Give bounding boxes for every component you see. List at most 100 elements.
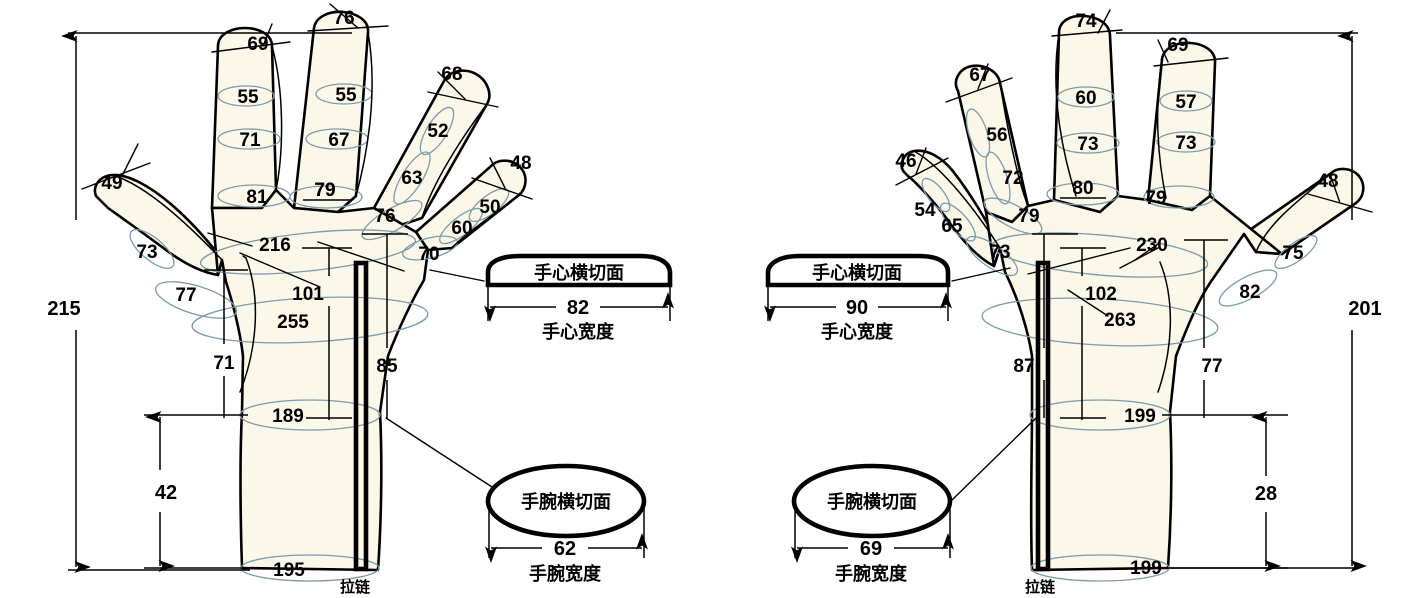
left-palm-girth-lower-label: 255	[277, 312, 309, 333]
left-middle-tip-label: 76	[333, 8, 354, 29]
right-cuff-girth-label: 199	[1130, 558, 1162, 579]
right-ring-tip-label: 69	[1167, 35, 1188, 56]
right-zipper	[1035, 260, 1051, 572]
right-palm-lower-leader	[1067, 289, 1109, 317]
left-wrist-xsection-width-label: 62	[554, 538, 576, 560]
right-thumb-seam	[913, 150, 1001, 249]
left-middle-tip-tick	[329, 3, 359, 29]
left-pinky-tip-tick	[489, 157, 506, 189]
left-index-girth-tip-label: 55	[237, 87, 259, 108]
left-pinky-girth-mid	[439, 207, 483, 245]
right-palm-girth-lower-label: 263	[1104, 310, 1136, 331]
left-len-center-label: 101	[292, 284, 324, 305]
right-ring-seam	[1156, 58, 1167, 199]
left-palm-xsection-label: 手心横切面	[534, 262, 624, 284]
left-index-girth-tip	[217, 85, 275, 107]
left-ring-tip-label: 68	[441, 64, 462, 85]
left-thumb-tip-label: 49	[101, 173, 122, 194]
left-wrist-xsection-leader	[385, 417, 493, 488]
right-middle-girth-mid	[1056, 132, 1120, 154]
right-wrist-width-caption: 手腕宽度	[835, 563, 908, 585]
left-thumb-girth-mid-label: 73	[136, 242, 157, 263]
left-index-seam	[271, 45, 283, 191]
left-palm-xsection-shape	[485, 253, 673, 288]
left-len-left-label: 71	[213, 353, 235, 374]
right-index-girth-base-label: 79	[1018, 206, 1039, 227]
right-middle-girth-tip-label: 60	[1075, 88, 1096, 109]
right-wrist-xsection-width-label: 69	[860, 538, 882, 560]
left-middle-girth-mid-label: 67	[328, 130, 349, 151]
right-thumb-tip-leader	[895, 157, 949, 186]
right-palm-xsection-leader	[951, 267, 1011, 282]
left-pinky-tip-label: 48	[510, 153, 531, 174]
left-index-girth-base-label: 81	[246, 187, 268, 208]
left-zipper-caption: 拉链	[340, 578, 371, 596]
left-pinky-girth-base	[402, 235, 458, 261]
right-pinky-girth-base-label: 82	[1239, 282, 1260, 303]
left-pinky-tip-leader	[471, 177, 533, 200]
right-index-tip-tick	[977, 63, 989, 90]
left-palm-body-outline	[210, 188, 430, 572]
right-pinky-tip-tick	[1329, 173, 1341, 204]
right-middle-seam	[1055, 32, 1077, 197]
right-palm-seam	[1157, 261, 1172, 393]
left-pinky-seam	[451, 194, 520, 249]
left-index-outline	[210, 26, 278, 210]
right-middle-tip-tick	[1097, 9, 1111, 34]
right-index-girth-mid	[985, 151, 1011, 205]
right-zipper-caption: 拉链	[1025, 578, 1056, 596]
left-palm-girth-upper	[199, 229, 417, 275]
left-palm-girth-label: 216	[259, 235, 291, 256]
left-ring-girth-base-label: 76	[374, 206, 395, 227]
right-ring-girth-tip-label: 57	[1175, 92, 1196, 113]
right-thumb-girth-tip	[921, 177, 951, 213]
left-thumb-seam	[111, 174, 223, 261]
left-ring-tip-leader	[427, 91, 499, 108]
right-palm-girth-leader	[1027, 247, 1131, 275]
right-thumb-tip-label: 46	[895, 151, 916, 172]
right-ring-girth-mid	[1156, 131, 1216, 153]
right-index-tip-leader	[945, 77, 1013, 103]
right-palm-xsection-label: 手心横切面	[812, 262, 902, 284]
right-cuff-height-label: 28	[1255, 483, 1277, 505]
left-middle-girth-base	[289, 185, 363, 209]
left-ring-girth-mid-label: 63	[401, 168, 422, 189]
right-wrist-xsection-label: 手腕横切面	[827, 491, 917, 513]
right-len-left-label: 87	[1013, 356, 1034, 377]
right-middle-outline	[1052, 14, 1120, 214]
left-ring-seam	[421, 103, 488, 219]
right-thumb-girth-mid-label: 65	[941, 216, 963, 237]
left-len-center-leader	[239, 252, 321, 288]
right-pinky-tip-label: 48	[1317, 171, 1338, 192]
left-overall-height-label: 215	[47, 298, 80, 320]
right-len-center-label: 102	[1085, 284, 1117, 305]
right-middle-girth-base	[1046, 182, 1120, 206]
right-pinky-outline	[1242, 167, 1365, 256]
left-index-tip-label: 69	[247, 34, 268, 55]
left-index-tip-tick	[262, 23, 273, 47]
left-thumb-girth-base-label: 77	[175, 285, 196, 306]
right-index-tip-label: 67	[969, 65, 990, 86]
left-middle-girth-tip-label: 55	[335, 85, 357, 106]
right-ring-tip-tick	[1157, 39, 1169, 63]
right-pinky-girth-mid	[1274, 234, 1318, 270]
left-wrist-width-caption: 手腕宽度	[529, 563, 602, 585]
right-index-girth-base	[983, 197, 1043, 235]
right-palm-girth-upper	[991, 232, 1209, 278]
right-thumb-girth-mid	[939, 202, 977, 242]
right-ring-girth-tip	[1159, 90, 1213, 112]
left-palm-lower-leader	[242, 255, 247, 259]
right-ring-girth-mid-label: 73	[1175, 133, 1196, 154]
right-ring-outline	[1146, 41, 1217, 212]
left-palm-xsection-leader	[429, 269, 485, 282]
left-middle-tip-leader	[307, 25, 389, 32]
left-palm-xsection-width-label: 82	[567, 297, 589, 319]
right-index-girth-mid-label: 72	[1002, 168, 1023, 189]
right-pinky-seam	[1255, 173, 1331, 253]
right-palm-girth-label: 230	[1136, 235, 1168, 256]
left-wrist-xsection-label: 手腕横切面	[521, 491, 611, 513]
left-pinky-girth-tip-label: 50	[479, 197, 500, 218]
left-cuff-girth-label: 195	[273, 560, 305, 581]
